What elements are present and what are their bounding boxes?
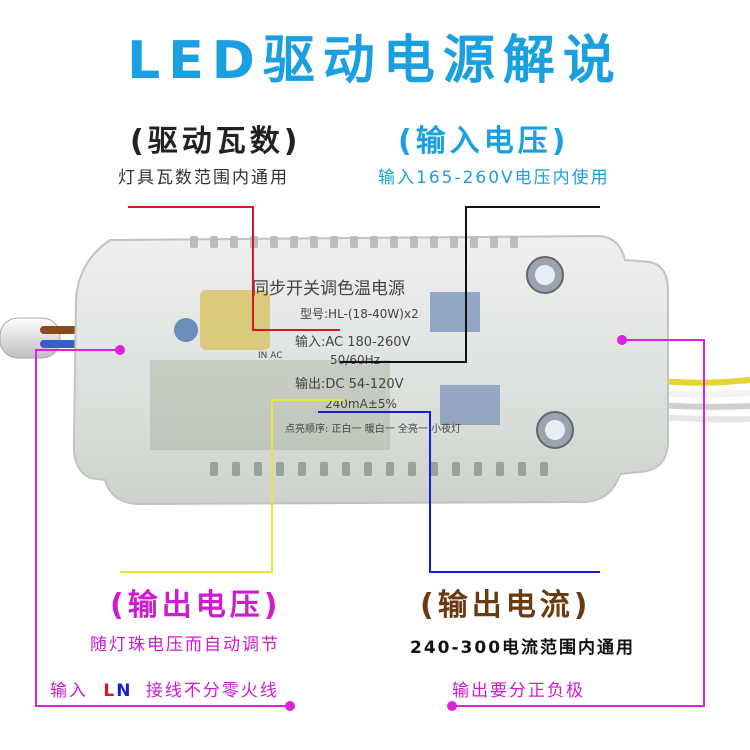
capacitor-box [200, 290, 270, 350]
output-current-heading: (输出电流) [420, 588, 592, 623]
device-label-line7: 点亮顺序: 正白一 暖白一 全亮一 小夜灯 [285, 422, 461, 435]
device-label-line1: 同步开关调色温电源 [252, 279, 405, 299]
output-point-marker [617, 335, 627, 345]
output-voltage-desc: 随灯珠电压而自动调节 [90, 635, 280, 655]
input-wiring-n: N [116, 681, 133, 701]
driver-case [72, 234, 669, 506]
output-current-desc: 240-300电流范围内通用 [410, 638, 636, 658]
watt-heading: (驱动瓦数) [130, 124, 302, 159]
device-label-line3: 输入:AC 180-260V [295, 334, 411, 350]
input-line-end-marker [285, 701, 295, 711]
callout-lines [35, 206, 705, 707]
device-label-line5: 输出:DC 54-120V [295, 376, 404, 392]
output-line-end-marker [447, 701, 457, 711]
input-point-marker [115, 345, 125, 355]
device-label-line4: 50/60Hz [330, 353, 380, 367]
device-label-line2: 型号:HL-(18-40W)x2 [300, 307, 419, 321]
input-wiring-l: L [103, 681, 117, 701]
page-title: LED驱动电源解说 [127, 31, 623, 91]
input-voltage-desc: 输入165-260V电压内使用 [378, 168, 610, 188]
watt-callout-line [128, 206, 340, 331]
input-wiring-callout-line [35, 349, 290, 707]
output-current-callout-line [318, 411, 600, 573]
output-polarity-note: 输出要分正负极 [452, 681, 585, 701]
output-voltage-heading: (输出电压) [110, 588, 282, 623]
input-wiring-prefix: 输入 [50, 681, 88, 701]
device-label-in-ac: IN AC [258, 351, 283, 361]
input-voltage-heading: (输入电压) [398, 124, 570, 159]
watt-desc: 灯具瓦数范围内通用 [118, 168, 289, 188]
input-voltage-callout-line [340, 206, 600, 363]
output-voltage-callout-line [120, 399, 345, 573]
output-polarity-callout-line [452, 339, 705, 707]
input-wiring-suffix: 接线不分零火线 [145, 681, 279, 701]
input-cable [0, 317, 110, 359]
device-label: 同步开关调色温电源 型号:HL-(18-40W)x2 输入:AC 180-260… [252, 279, 461, 435]
input-wiring-note: 输入 LN 接线不分零火线 [50, 676, 279, 701]
